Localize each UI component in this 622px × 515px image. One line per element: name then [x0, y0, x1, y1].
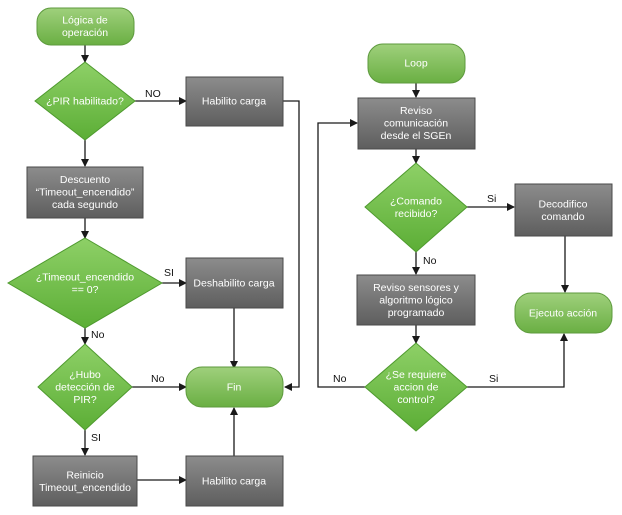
node-label-line: Reinicio	[66, 469, 104, 481]
node-label-line: ¿Hubo	[69, 369, 101, 381]
label-comando-si: Si	[487, 193, 496, 205]
label-timeout-no: No	[91, 329, 105, 341]
label-pir: ¿PIR habilitado?	[46, 96, 124, 108]
decision-timeout	[7, 237, 163, 329]
node-label-line: Deshabilito carga	[193, 278, 274, 290]
node-label-line: Lógica de	[62, 14, 108, 26]
node-label-line: Loop	[404, 58, 428, 70]
label-timeout: ¿Timeout_encendido== 0?	[36, 271, 134, 296]
terminal-fin	[185, 366, 284, 408]
node-label-line: desde el SGEn	[381, 130, 452, 142]
label-requiere-no: No	[333, 373, 347, 385]
label-hubo-no: No	[151, 373, 165, 385]
process-habilito2	[185, 455, 284, 507]
node-label-line: Reviso sensores y	[373, 282, 460, 294]
label-loop: Loop	[404, 58, 428, 70]
node-label-line: control?	[397, 394, 435, 406]
label-descuento: Descuento“Timeout_encendido”cada segundo	[36, 174, 135, 211]
node-label-line: cada segundo	[52, 199, 118, 211]
node-label-line: Descuento	[60, 174, 110, 186]
process-habilito1	[185, 76, 284, 127]
node-label-line: PIR?	[73, 394, 97, 406]
node-label-line: ¿Se requiere	[386, 369, 447, 381]
process-reinicio	[32, 455, 138, 507]
label-requiere-si: Si	[489, 373, 498, 385]
node-label-line: comunicación	[384, 118, 448, 130]
node-label-line: comando	[541, 211, 584, 223]
label-hubo-si: SI	[91, 432, 101, 444]
node-label-line: Ejecuto acción	[529, 308, 597, 320]
node-label-line: Fin	[227, 382, 242, 394]
edge-habilito1-fin	[283, 100, 300, 391]
node-label-line: Decodifico	[538, 198, 587, 210]
node-label-line: Habilito carga	[202, 476, 266, 488]
node-label-line: detección de	[55, 382, 115, 394]
node-label-line: “Timeout_encendido”	[36, 187, 135, 199]
edge-requiere-reviso-com	[317, 119, 365, 388]
node-label-line: == 0?	[72, 284, 99, 296]
decision-pir	[34, 61, 136, 141]
label-pir-no: NO	[145, 88, 161, 100]
process-reviso-sens	[356, 274, 476, 326]
node-label-line: Habilito carga	[202, 96, 266, 108]
process-deshabilito	[185, 257, 284, 309]
node-label-line: operación	[62, 27, 108, 39]
terminal-loop	[367, 43, 466, 84]
label-fin: Fin	[227, 382, 242, 394]
decision-hubo	[37, 343, 133, 431]
node-label-line: Timeout_encendido	[39, 482, 131, 494]
decision-comando	[364, 162, 468, 253]
edge-labels: NO SI No No SI Si No No Si	[91, 88, 498, 444]
edge-requiere-ejecuto	[467, 333, 568, 388]
node-label-line: ¿PIR habilitado?	[46, 96, 124, 108]
label-deshabilito: Deshabilito carga	[193, 278, 274, 290]
process-descuento	[26, 166, 144, 219]
terminal-logica	[36, 7, 135, 46]
node-label-line: algoritmo lógico	[379, 295, 453, 307]
label-habilito1: Habilito carga	[202, 96, 266, 108]
node-label-line: programado	[388, 307, 445, 319]
node-label-line: ¿Timeout_encendido	[36, 271, 134, 283]
label-comando-no: No	[423, 255, 437, 267]
label-timeout-si: SI	[164, 267, 174, 279]
node-label-line: ¿Comando	[390, 195, 442, 207]
label-habilito2: Habilito carga	[202, 476, 266, 488]
connectors	[81, 45, 569, 484]
node-label-line: accion de	[394, 382, 439, 394]
decision-requiere	[364, 342, 468, 432]
process-reviso-com	[357, 97, 476, 150]
node-label-line: Reviso	[400, 105, 432, 117]
terminal-ejecuto	[514, 292, 613, 334]
process-decodifico	[514, 183, 613, 237]
node-label-line: recibido?	[395, 208, 438, 220]
label-ejecuto: Ejecuto acción	[529, 308, 597, 320]
